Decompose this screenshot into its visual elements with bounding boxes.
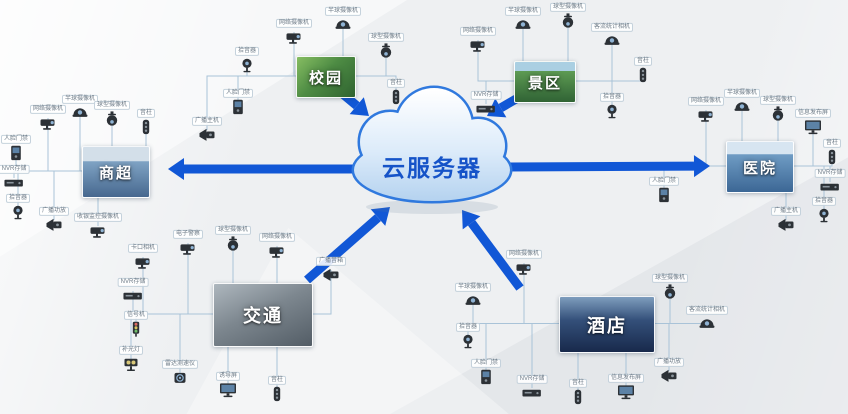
scene-label-traffic: 交通 bbox=[243, 306, 283, 326]
cloud-server: 云服务器 bbox=[351, 85, 513, 214]
arrow-hotel-cloud-head bbox=[462, 210, 481, 230]
arrow-cloud-market-head bbox=[168, 158, 184, 180]
scene-market: 商超 bbox=[82, 146, 150, 198]
scene-campus: 校园 bbox=[296, 56, 356, 98]
device-link-line bbox=[206, 75, 325, 130]
cloud-arrows bbox=[168, 86, 710, 291]
cloud-label: 云服务器 bbox=[382, 155, 482, 181]
scene-label-hotel: 酒店 bbox=[587, 315, 627, 336]
scene-traffic: 交通 bbox=[213, 283, 313, 347]
scene-label-market: 商超 bbox=[98, 164, 133, 182]
arrow-cloud-hospital bbox=[503, 161, 695, 172]
arrow-traffic-cloud-head bbox=[370, 207, 390, 226]
scene-scenic: 景区 bbox=[514, 61, 576, 103]
arrow-traffic-cloud bbox=[304, 214, 381, 284]
scene-label-campus: 校园 bbox=[308, 69, 343, 87]
arrow-cloud-hospital-head bbox=[693, 155, 710, 178]
arrow-scenic-cloud bbox=[498, 95, 519, 112]
arrow-hotel-cloud bbox=[467, 220, 524, 291]
cloud-shadow bbox=[366, 200, 498, 214]
scene-label-scenic: 景区 bbox=[527, 74, 562, 92]
scene-label-hospital: 医院 bbox=[742, 159, 777, 177]
arrow-campus-cloud-head bbox=[349, 97, 369, 116]
scene-hospital: 医院 bbox=[726, 141, 794, 193]
scene-hotel: 酒店 bbox=[559, 296, 655, 353]
